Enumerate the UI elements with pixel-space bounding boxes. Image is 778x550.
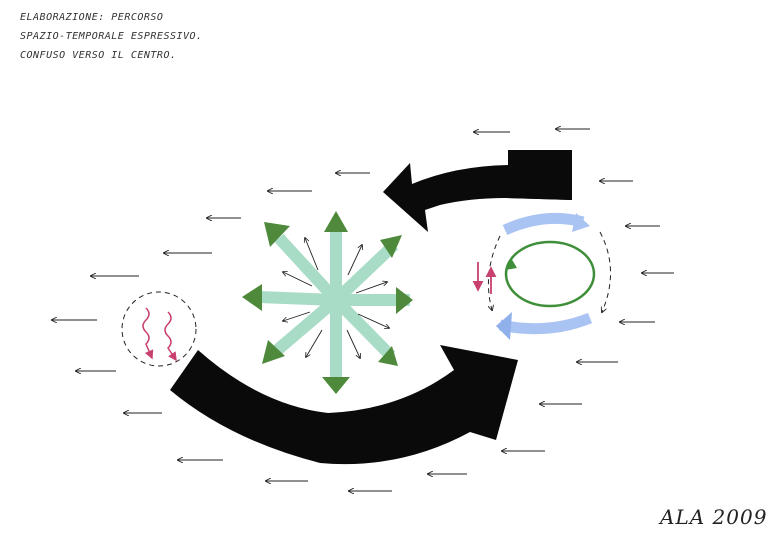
cycle-right	[472, 212, 611, 340]
caption-line: spazio-temporale espressivo.	[20, 31, 203, 42]
caption-line: Elaborazione: percorso	[20, 12, 164, 23]
signature: ALA 2009	[660, 505, 768, 529]
caption-line: Confuso verso il centro.	[20, 50, 177, 61]
dashed-circle-left	[121, 291, 197, 367]
handwritten-caption: Elaborazione: percorso spazio-temporale …	[20, 8, 280, 65]
flow-arrows	[52, 129, 674, 491]
radiating-star	[242, 211, 413, 394]
black-arrow-bottom	[170, 345, 518, 465]
black-arrow-top	[383, 150, 572, 232]
